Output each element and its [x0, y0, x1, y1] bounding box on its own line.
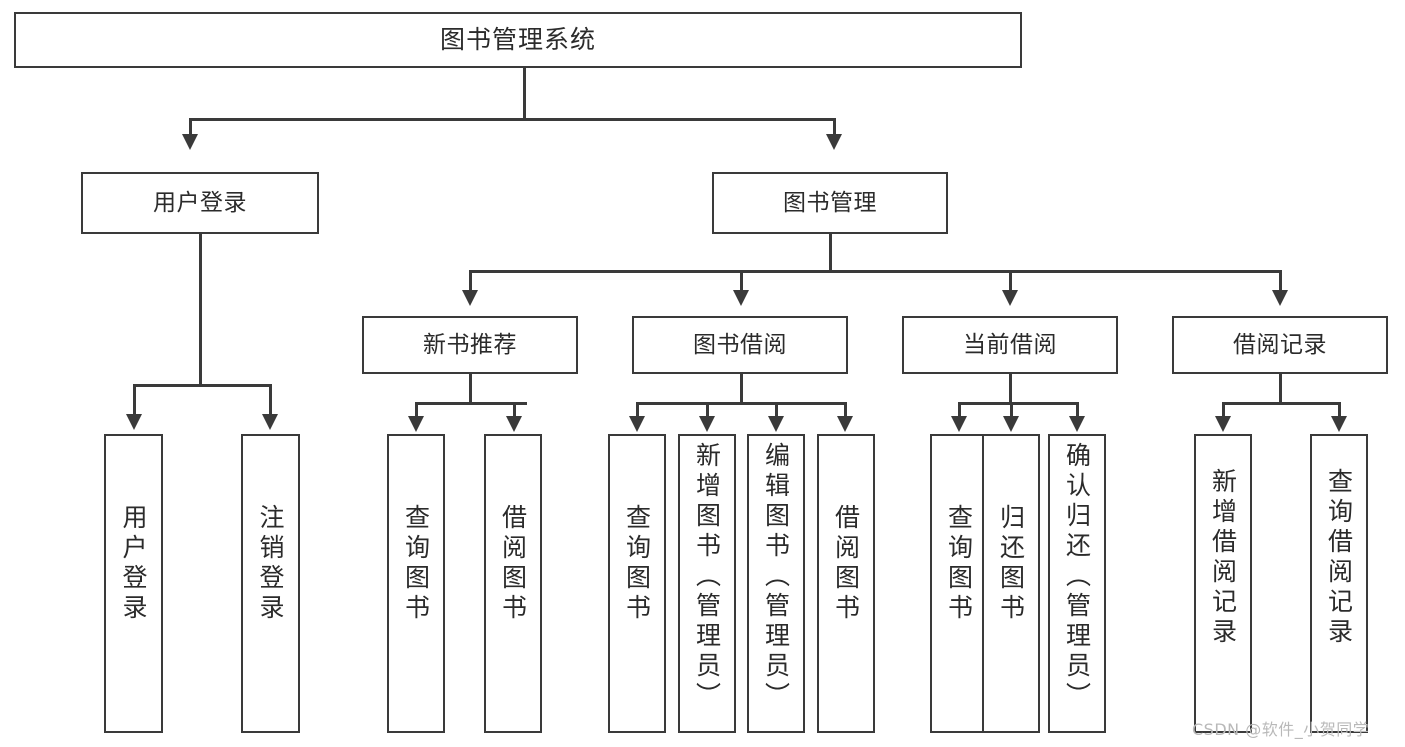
connector-br-leaf-2	[1338, 402, 1341, 418]
connector-current-borrow-stem	[1009, 374, 1012, 404]
arrow-br-leaf-2	[1331, 416, 1347, 432]
arrow-to-current-borrow	[1002, 290, 1018, 306]
connector-bb-leaf-2	[706, 402, 709, 418]
node-label: 查询图书	[944, 504, 974, 624]
connector-cb-leaf-1	[958, 402, 961, 418]
node-leaf-confirm-return[interactable]: 确认归还（管理员）	[1048, 434, 1106, 733]
node-label: 借阅图书	[498, 504, 528, 624]
connector-nbr-leaf-2	[513, 402, 516, 418]
node-root-system[interactable]: 图书管理系统	[14, 12, 1022, 68]
node-book-borrow[interactable]: 图书借阅	[632, 316, 848, 374]
connector-user-login-to-leaf-1	[133, 384, 136, 416]
node-leaf-add-record[interactable]: 新增借阅记录	[1194, 434, 1252, 733]
node-user-login[interactable]: 用户登录	[81, 172, 319, 234]
connector-to-current-borrow	[1009, 270, 1012, 292]
connector-book-manage-bus	[469, 270, 1281, 273]
arrow-root-to-book-manage	[826, 134, 842, 150]
connector-current-borrow-bus	[958, 402, 1078, 405]
node-label: 查询图书	[622, 504, 652, 624]
connector-to-borrow-record	[1279, 270, 1282, 292]
node-label: 当前借阅	[963, 331, 1057, 358]
arrow-root-to-user-login	[182, 134, 198, 150]
connector-root-to-user-login	[189, 118, 192, 136]
node-label: 归还图书	[996, 504, 1026, 624]
node-label: 编辑图书（管理员）	[761, 442, 791, 712]
node-leaf-query-book-1[interactable]: 查询图书	[387, 434, 445, 733]
node-leaf-query-book-2[interactable]: 查询图书	[608, 434, 666, 733]
node-leaf-edit-book[interactable]: 编辑图书（管理员）	[747, 434, 805, 733]
node-leaf-add-book[interactable]: 新增图书（管理员）	[678, 434, 736, 733]
node-leaf-user-logout[interactable]: 注销登录	[241, 434, 300, 733]
connector-new-book-recommend-bus	[415, 402, 527, 405]
node-label: 新增借阅记录	[1208, 468, 1238, 648]
arrow-nbr-leaf-1	[408, 416, 424, 432]
arrow-to-new-book-recommend	[462, 290, 478, 306]
node-label: 借阅图书	[831, 504, 861, 624]
node-label: 用户登录	[119, 504, 148, 624]
csdn-watermark: CSDN @软件_小贺同学	[1192, 720, 1370, 739]
connector-borrow-record-stem	[1279, 374, 1282, 404]
node-label: 借阅记录	[1233, 331, 1327, 358]
connector-borrow-record-bus	[1222, 402, 1340, 405]
arrow-cb-leaf-2	[1003, 416, 1019, 432]
node-leaf-user-login[interactable]: 用户登录	[104, 434, 163, 733]
node-current-borrow[interactable]: 当前借阅	[902, 316, 1118, 374]
arrow-user-login-to-leaf-2	[262, 414, 278, 430]
node-label: 查询借阅记录	[1324, 468, 1354, 648]
arrow-to-book-borrow	[733, 290, 749, 306]
node-new-book-recommend[interactable]: 新书推荐	[362, 316, 578, 374]
node-label: 注销登录	[256, 504, 285, 624]
connector-nbr-leaf-1	[415, 402, 418, 418]
node-label: 图书管理系统	[439, 24, 596, 54]
arrow-bb-leaf-1	[629, 416, 645, 432]
connector-user-login-bus	[133, 384, 269, 387]
connector-br-leaf-1	[1222, 402, 1225, 418]
node-leaf-query-record[interactable]: 查询借阅记录	[1310, 434, 1368, 733]
connector-book-borrow-bus	[636, 402, 846, 405]
connector-book-manage-stem	[829, 234, 832, 272]
connector-bb-leaf-1	[636, 402, 639, 418]
connector-bb-leaf-3	[775, 402, 778, 418]
node-leaf-borrow-book-1[interactable]: 借阅图书	[484, 434, 542, 733]
arrow-cb-leaf-1	[951, 416, 967, 432]
arrow-nbr-leaf-2	[506, 416, 522, 432]
connector-to-new-book-recommend	[469, 270, 472, 292]
connector-cb-leaf-2	[1010, 402, 1013, 418]
node-label: 查询图书	[401, 504, 431, 624]
node-label: 确认归还（管理员）	[1062, 442, 1092, 712]
node-book-manage[interactable]: 图书管理	[712, 172, 948, 234]
node-borrow-record[interactable]: 借阅记录	[1172, 316, 1388, 374]
node-label: 图书管理	[783, 189, 877, 216]
arrow-to-borrow-record	[1272, 290, 1288, 306]
arrow-bb-leaf-2	[699, 416, 715, 432]
arrow-user-login-to-leaf-1	[126, 414, 142, 430]
arrow-bb-leaf-4	[837, 416, 853, 432]
arrow-br-leaf-1	[1215, 416, 1231, 432]
connector-user-login-stem	[199, 234, 202, 386]
node-leaf-borrow-book-2[interactable]: 借阅图书	[817, 434, 875, 733]
node-leaf-return-book[interactable]: 归还图书	[982, 434, 1040, 733]
connector-root-bus	[189, 118, 836, 121]
connector-to-book-borrow	[740, 270, 743, 292]
node-label: 图书借阅	[693, 331, 787, 358]
connector-book-borrow-stem	[740, 374, 743, 404]
node-label: 用户登录	[153, 189, 247, 216]
connector-root-to-book-manage	[833, 118, 836, 136]
arrow-cb-leaf-3	[1069, 416, 1085, 432]
connector-new-book-recommend-stem	[469, 374, 472, 404]
connector-root-stem	[523, 68, 526, 120]
node-label: 新书推荐	[423, 331, 517, 358]
connector-user-login-to-leaf-2	[269, 384, 272, 416]
node-leaf-query-book-3[interactable]: 查询图书	[930, 434, 988, 733]
connector-bb-leaf-4	[844, 402, 847, 418]
node-label: 新增图书（管理员）	[692, 442, 722, 712]
connector-cb-leaf-3	[1076, 402, 1079, 418]
arrow-bb-leaf-3	[768, 416, 784, 432]
